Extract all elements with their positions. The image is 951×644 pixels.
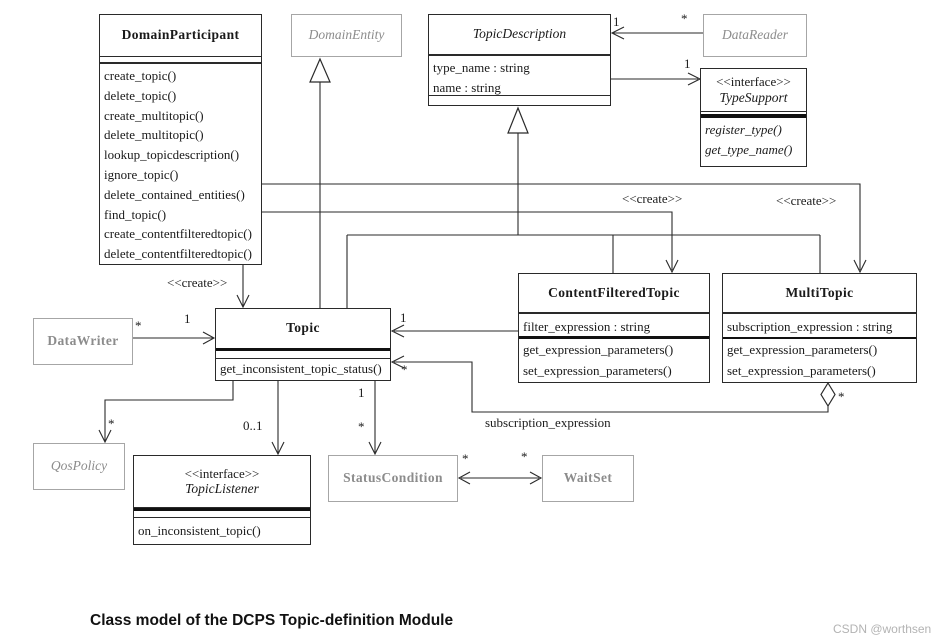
class-topiclistener: <<interface>> TopicListener on_inconsist… — [133, 455, 311, 545]
class-title: MultiTopic — [785, 284, 854, 300]
multiplicity-label: * — [135, 318, 142, 333]
create-domainparticipant-contentfilteredtopic — [262, 212, 672, 270]
class-title: StatusCondition — [343, 470, 443, 486]
class-title: DomainParticipant — [121, 27, 240, 43]
class-domainparticipant: DomainParticipant create_topic() delete_… — [99, 14, 262, 265]
create-stereotype-label: <<create>> — [776, 193, 837, 208]
multiplicity-label: * — [462, 451, 469, 466]
empty-attribute-compartment — [216, 351, 390, 359]
class-title: TopicDescription — [472, 26, 567, 42]
class-title: WaitSet — [563, 470, 613, 486]
multiplicity-label: * — [401, 362, 408, 377]
multiplicity-label: 0..1 — [243, 418, 263, 433]
class-title: QosPolicy — [50, 458, 108, 474]
create-stereotype-label: <<create>> — [167, 275, 228, 290]
method: on_inconsistent_topic() — [138, 523, 261, 538]
stereotype-label: <<interface>> — [716, 74, 791, 90]
class-title: TopicListener — [185, 481, 259, 497]
method: delete_contained_entities() — [104, 186, 245, 202]
class-title: DomainEntity — [308, 27, 385, 43]
class-title: DataWriter — [47, 333, 119, 349]
method: lookup_topicdescription() — [104, 147, 240, 163]
multiplicity-label: 1 — [358, 385, 365, 400]
attribute: type_name : string — [433, 60, 530, 75]
method: delete_multitopic() — [104, 127, 204, 143]
multiplicity-label: * — [838, 389, 845, 404]
multiplicity-label: * — [108, 416, 115, 431]
attribute: subscription_expression : string — [727, 319, 893, 334]
class-datawriter: DataWriter — [33, 318, 133, 365]
method: get_type_name() — [705, 142, 793, 157]
method: set_expression_parameters() — [523, 362, 672, 378]
method: create_contentfilteredtopic() — [104, 226, 252, 242]
class-topic: Topic get_inconsistent_topic_status() — [215, 308, 391, 381]
create-stereotype-label: <<create>> — [622, 191, 683, 206]
empty-attribute-compartment — [100, 57, 261, 64]
method: find_topic() — [104, 206, 167, 222]
method: delete_topic() — [104, 87, 177, 103]
association-name-label: subscription_expression — [485, 415, 611, 430]
method: delete_contentfilteredtopic() — [104, 246, 252, 262]
class-title: ContentFilteredTopic — [548, 284, 680, 300]
class-contentfilteredtopic: ContentFilteredTopic filter_expression :… — [518, 273, 710, 383]
multiplicity-label: 1 — [184, 311, 191, 326]
class-title: Topic — [286, 320, 320, 336]
method: create_topic() — [104, 68, 177, 83]
multiplicity-label: 1 — [400, 310, 407, 325]
assoc-multitopic-topic-subscription — [394, 362, 828, 412]
multiplicity-label: * — [521, 449, 528, 464]
stereotype-label: <<interface>> — [184, 465, 260, 481]
class-domainentity: DomainEntity — [291, 14, 402, 57]
class-multitopic: MultiTopic subscription_expression : str… — [722, 273, 917, 383]
method: register_type() — [705, 122, 782, 137]
multiplicity-label: 1 — [684, 56, 691, 71]
assoc-topic-qospolicy — [105, 381, 233, 441]
class-title: TypeSupport — [719, 89, 788, 105]
watermark-text: CSDN @worthsen — [833, 622, 932, 636]
class-topicdescription: TopicDescription type_name : string name… — [428, 14, 611, 106]
method: get_expression_parameters() — [727, 342, 878, 357]
attribute: filter_expression : string — [523, 319, 651, 334]
class-qospolicy: QosPolicy — [33, 443, 125, 490]
class-typesupport: <<interface>> TypeSupport register_type(… — [700, 68, 807, 167]
method: get_expression_parameters() — [523, 342, 674, 357]
figure-caption: Class model of the DCPS Topic-definition… — [90, 612, 454, 629]
class-datareader: DataReader — [703, 14, 807, 57]
class-statuscondition: StatusCondition — [328, 455, 458, 502]
create-domainparticipant-multitopic — [262, 184, 860, 270]
empty-attribute-compartment — [701, 112, 806, 118]
method: ignore_topic() — [104, 166, 179, 182]
multiplicity-label: * — [358, 419, 365, 434]
method: create_multitopic() — [104, 107, 204, 123]
attribute: name : string — [433, 79, 501, 95]
empty-method-compartment — [429, 96, 610, 102]
compartment-divider — [134, 508, 310, 511]
method: get_inconsistent_topic_status() — [220, 361, 382, 376]
multiplicity-label: 1 — [613, 14, 620, 29]
multiplicity-label: * — [681, 11, 688, 26]
class-waitset: WaitSet — [542, 455, 634, 502]
class-title: DataReader — [722, 27, 788, 43]
empty-attribute-compartment — [134, 511, 310, 518]
method: set_expression_parameters() — [727, 362, 876, 378]
